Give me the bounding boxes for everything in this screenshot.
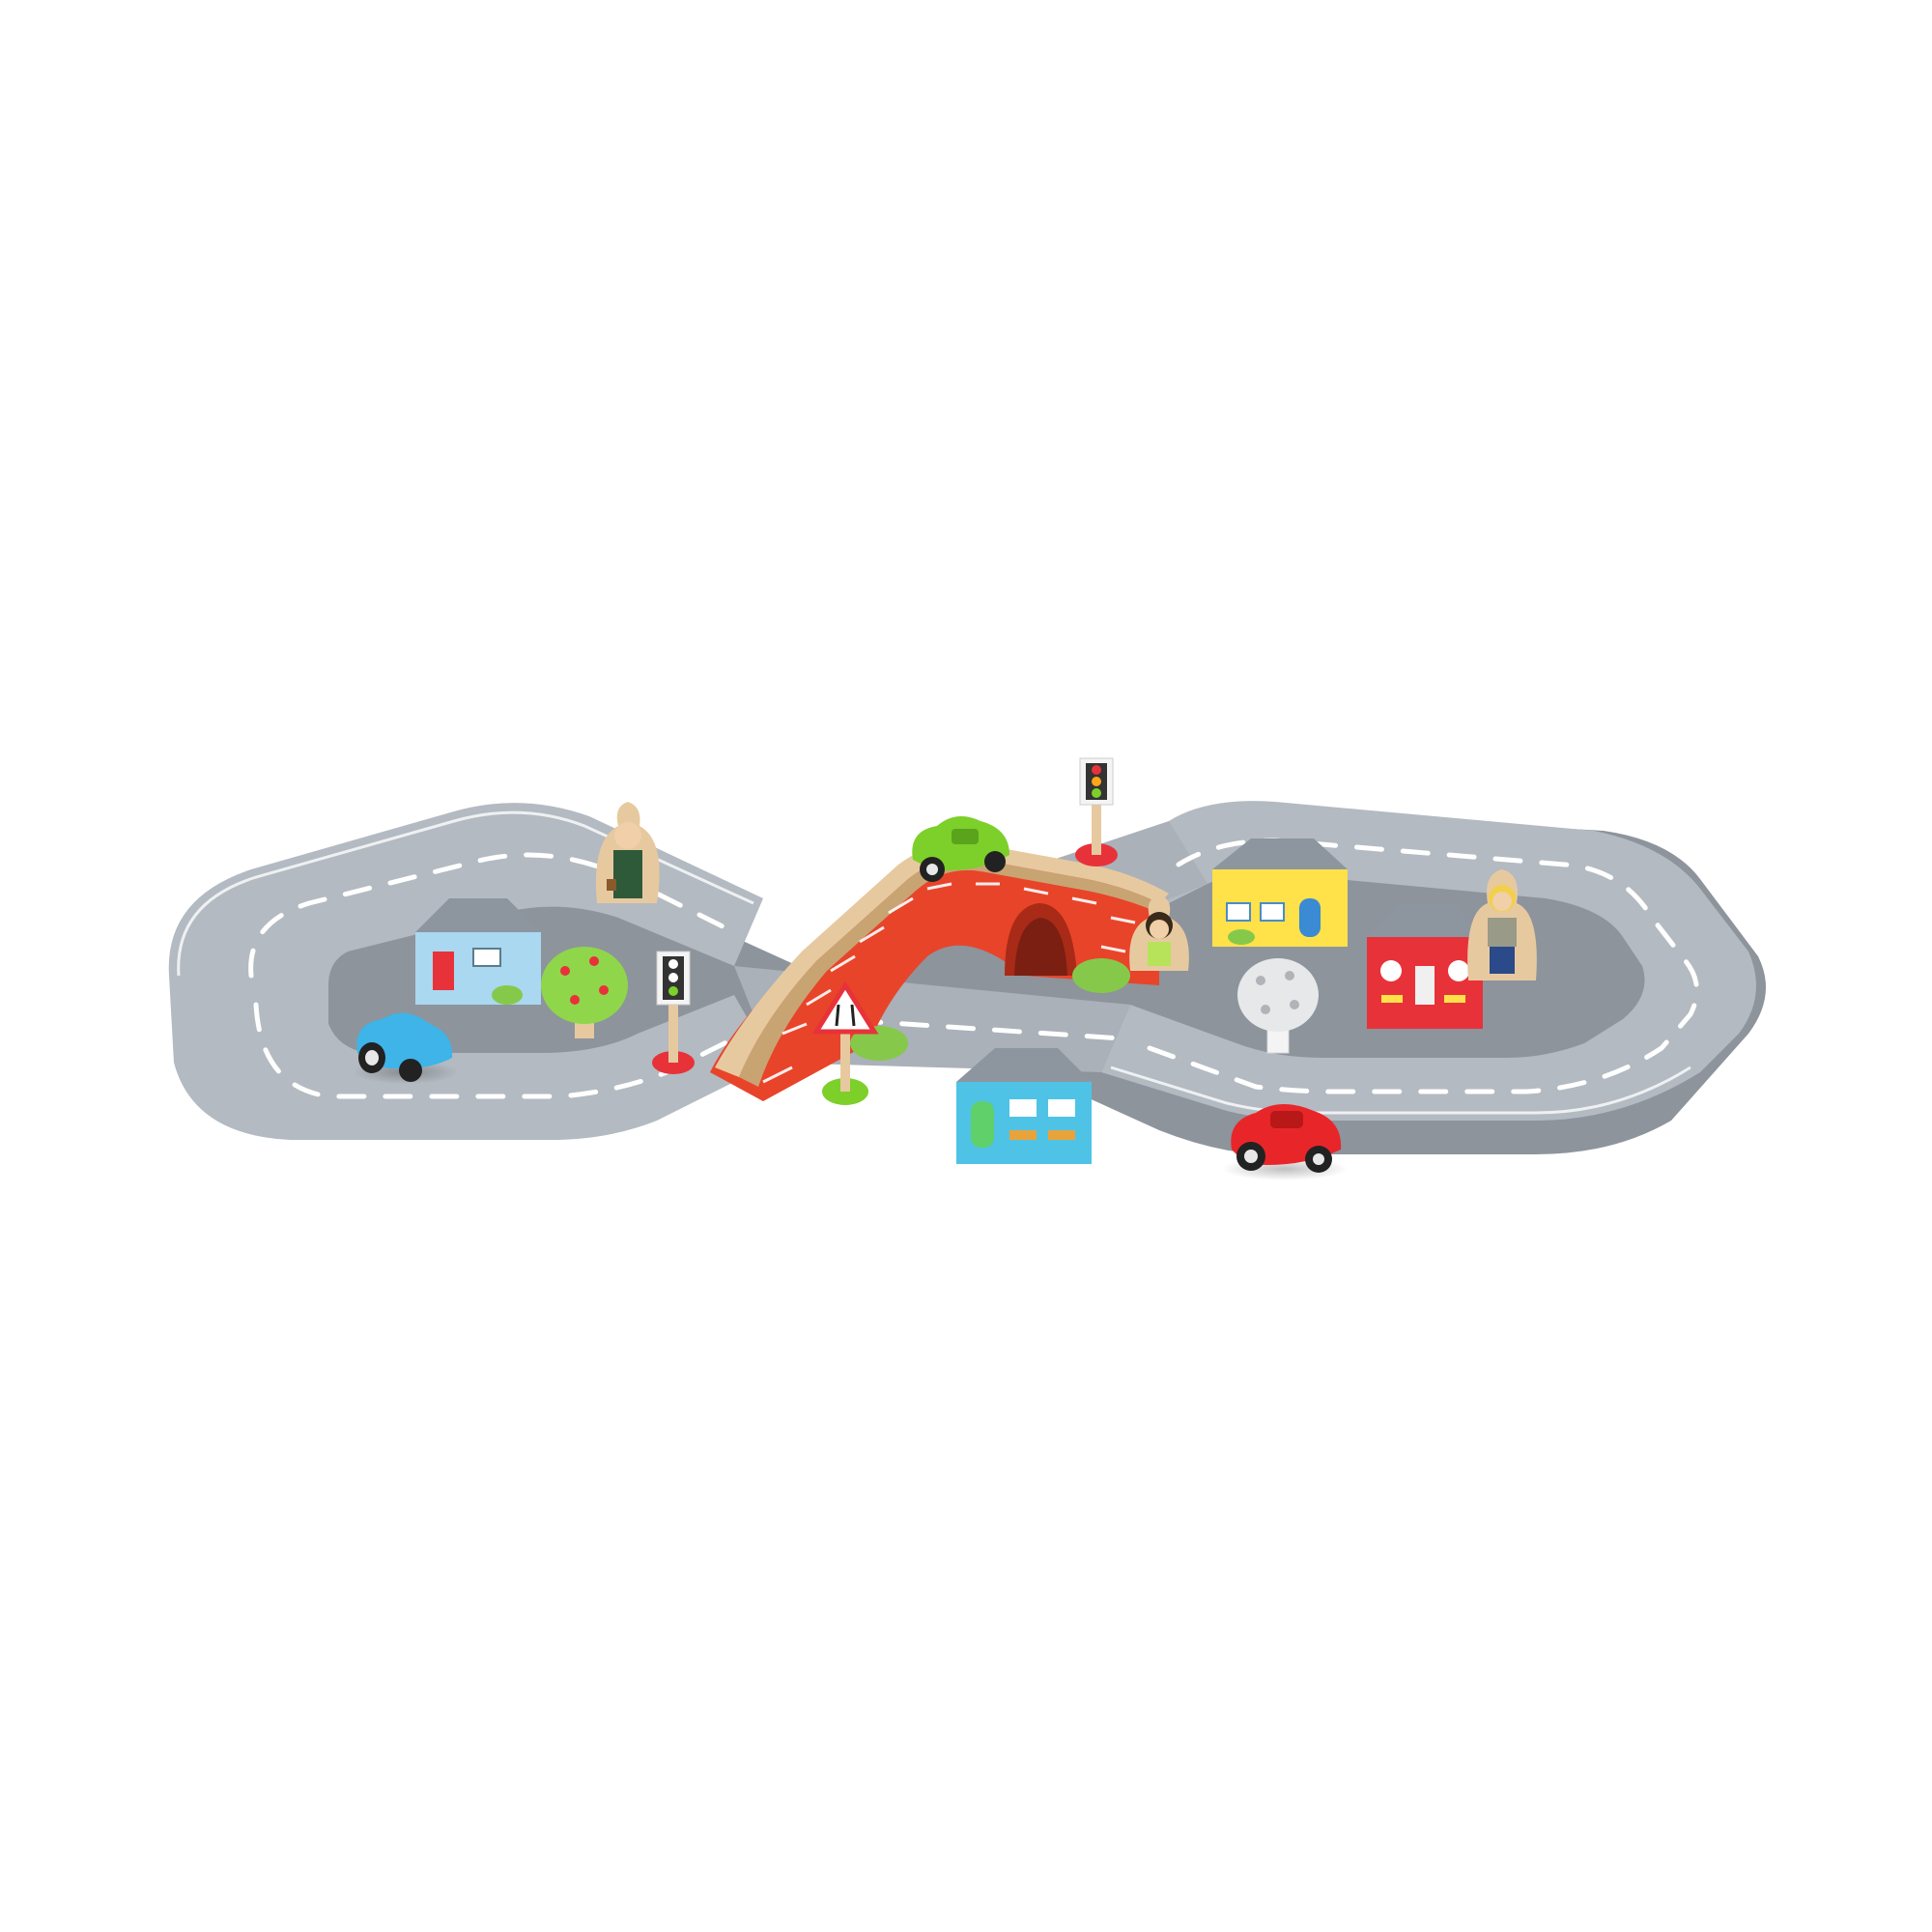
car-red <box>1222 1103 1348 1180</box>
traffic-light-top <box>1075 757 1118 867</box>
traffic-light-left <box>652 951 695 1074</box>
car-green <box>912 816 1009 882</box>
road-right-loop <box>1101 801 1756 1121</box>
house-teal <box>956 1048 1092 1164</box>
road-sign-narrowing <box>811 980 879 1105</box>
house-light-blue <box>415 898 541 1005</box>
house-red <box>1367 903 1483 1029</box>
tree-white <box>1237 958 1319 1054</box>
tree-apple <box>541 947 628 1038</box>
figure-man-suit <box>595 802 660 903</box>
bridge <box>710 842 1169 1101</box>
car-blue <box>353 1012 459 1084</box>
figure-woman <box>1467 869 1537 980</box>
figure-child <box>1129 895 1189 971</box>
house-yellow <box>1212 838 1348 947</box>
